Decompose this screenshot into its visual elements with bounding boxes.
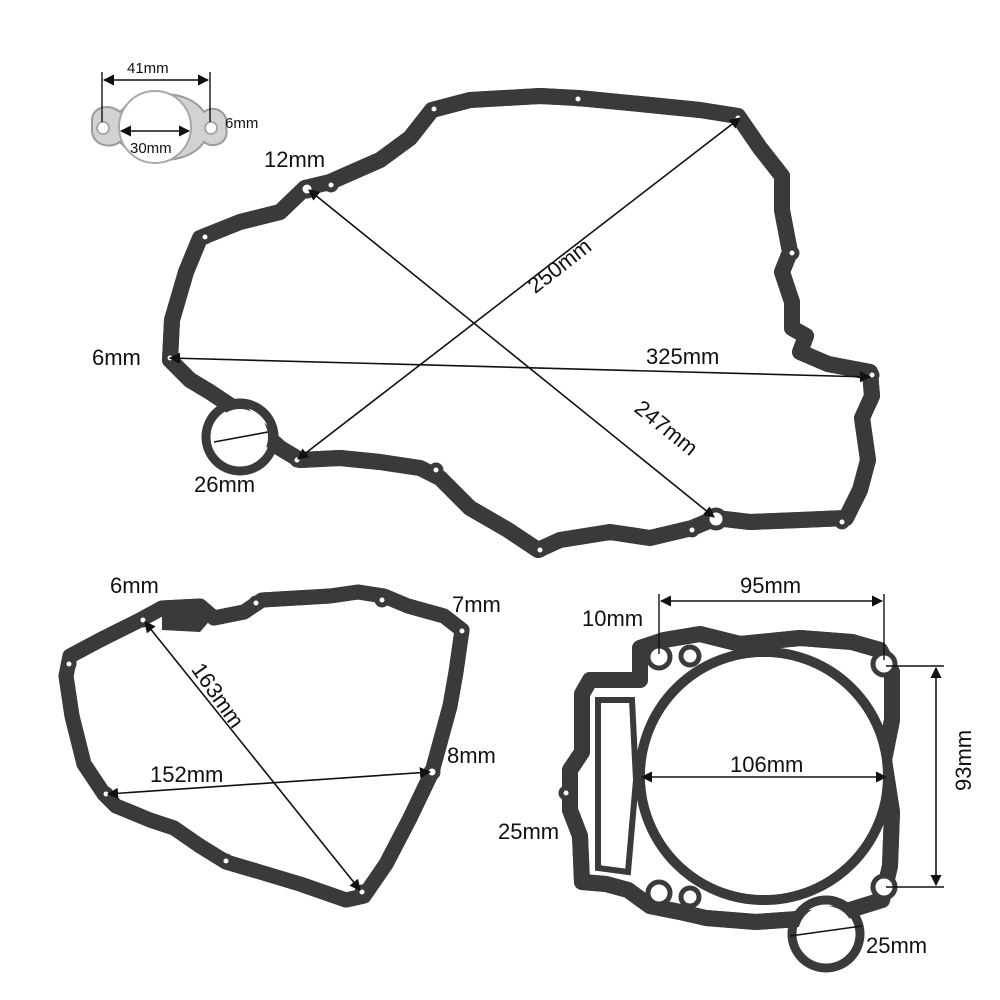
stator-hole-tl-label: 6mm <box>110 573 159 598</box>
clutch-big-hole-label: 26mm <box>194 472 255 497</box>
clutch-diagonal-b-label: 247mm <box>630 395 703 461</box>
stator-diagonal-label: 163mm <box>187 658 250 732</box>
stator-hole-r-label: 8mm <box>447 743 496 768</box>
exhaust-width-label: 41mm <box>127 60 169 77</box>
cylinder-left-label: 25mm <box>498 819 559 844</box>
exhaust-dimensions <box>101 72 211 137</box>
clutch-diagonal-a-label: 250mm <box>523 233 596 298</box>
cylinder-hole-label: 10mm <box>582 606 643 631</box>
stator-width-label: 152mm <box>150 762 223 787</box>
clutch-width-label: 325mm <box>646 344 719 369</box>
cylinder-bottom-hole-label: 25mm <box>866 933 927 958</box>
clutch-hole-top-label: 12mm <box>264 147 325 172</box>
stator-dimensions <box>106 621 432 891</box>
clutch-dimensions <box>168 117 872 518</box>
clutch-left-hole-label: 6mm <box>92 345 141 370</box>
stator-hole-tr-label: 7mm <box>452 592 501 617</box>
exhaust-bore-label: 30mm <box>130 140 172 157</box>
stator-cover-gasket <box>58 584 470 908</box>
cylinder-bore-label: 106mm <box>730 752 803 777</box>
cylinder-base-gasket <box>558 626 900 973</box>
cylinder-bolt-height-label: 93mm <box>951 730 976 791</box>
cylinder-bolt-span-label: 95mm <box>740 573 801 598</box>
cylinder-dimensions <box>640 594 944 937</box>
exhaust-hole-label: 6mm <box>225 115 258 132</box>
